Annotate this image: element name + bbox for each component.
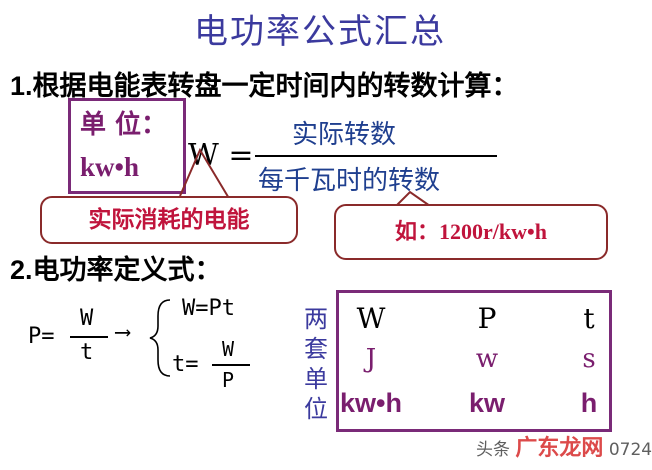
- units-side-char: 单: [304, 365, 328, 393]
- arrow-icon: ⟶: [116, 320, 130, 345]
- example-value: 1200r/kw•h: [439, 219, 547, 244]
- units-side-char: 套: [304, 335, 328, 363]
- section-2-heading: 2.电功率定义式：: [10, 248, 222, 287]
- units-cell-common-time: h: [580, 388, 598, 418]
- example-callout: 如：1200r/kw•h: [334, 204, 608, 260]
- power-formula-lhs: P=: [28, 324, 55, 349]
- unit-value: kw•h: [80, 152, 139, 182]
- time-formula-denominator: P: [222, 368, 235, 392]
- power-formula-fraction-line: [70, 336, 108, 338]
- unit-box: [68, 98, 186, 194]
- watermark-brand: 广东龙网: [515, 436, 604, 461]
- power-formula-denominator: t: [80, 340, 94, 365]
- section-1-text: 根据电能表转盘一定时间内的转数计算：: [32, 71, 519, 102]
- units-side-label: 两 套 单 位: [300, 304, 332, 424]
- units-table-box: [336, 290, 612, 432]
- units-cell-si-time: s: [582, 344, 596, 374]
- units-side-char: 位: [304, 395, 328, 423]
- formula-1-fraction-line: [255, 155, 497, 157]
- time-formula-lhs: t=: [172, 352, 199, 377]
- example-callout-pointer: [395, 190, 431, 207]
- units-cell-symbol-time: t: [583, 302, 595, 335]
- units-side-char: 两: [304, 305, 328, 333]
- formula-1-numerator: 实际转数: [292, 120, 397, 150]
- watermark-prefix: 头条: [476, 440, 510, 460]
- work-formula: W=Pt: [182, 296, 235, 321]
- watermark-suffix: 0724: [608, 440, 652, 460]
- watermark: 头条 广东龙网 0724: [476, 430, 652, 462]
- section-1-number: 1.: [10, 71, 33, 101]
- power-formula-numerator: W: [80, 306, 94, 331]
- section-2-text: 电功率定义式：: [32, 255, 222, 286]
- units-cell-common-work: kw•h: [340, 388, 402, 418]
- time-formula-numerator: W: [222, 337, 235, 361]
- page-title: 电功率公式汇总: [194, 12, 446, 52]
- units-cell-si-power: w: [475, 344, 499, 374]
- unit-label: 单 位：: [80, 110, 168, 140]
- units-cell-symbol-power: P: [477, 302, 497, 335]
- energy-callout-pointer: [179, 147, 231, 201]
- section-1-heading: 1.根据电能表转盘一定时间内的转数计算：: [10, 64, 519, 103]
- energy-callout: 实际消耗的电能: [40, 196, 298, 244]
- units-cell-symbol-work: W: [356, 302, 386, 335]
- units-cell-si-work: J: [365, 344, 377, 374]
- section-2-number: 2.: [10, 255, 33, 285]
- units-cell-common-power: kw: [468, 388, 506, 418]
- time-formula-fraction-line: [212, 364, 250, 366]
- example-prefix: 如：: [395, 219, 440, 245]
- formula-1-lhs: W =: [188, 138, 254, 173]
- formula-brace: [149, 299, 171, 377]
